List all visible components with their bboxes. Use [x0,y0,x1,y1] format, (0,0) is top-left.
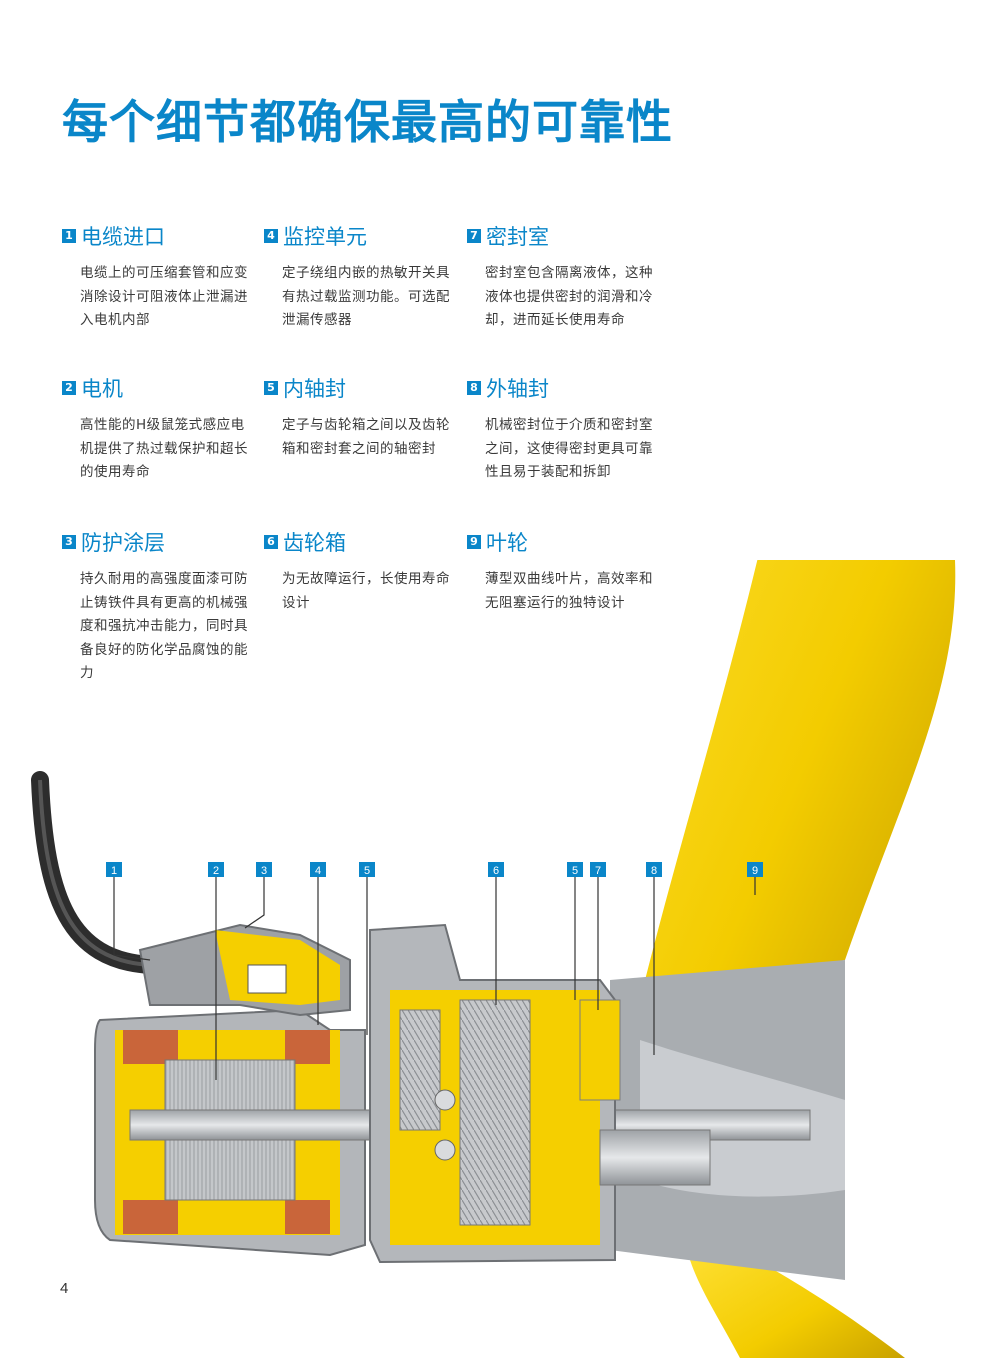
bearing [434,1139,456,1161]
number-badge: 6 [264,535,278,549]
callout-5b: 5 [567,862,583,877]
gear [399,1009,441,1131]
svg-text:9: 9 [752,865,758,877]
feature-description: 薄型双曲线叶片，高效率和无阻塞运行的独特设计 [485,571,653,611]
callout-lines [113,875,756,1080]
svg-text:5: 5 [572,865,578,877]
gear [459,999,531,1226]
number-badge: 3 [62,535,76,549]
feature-outer-seal: 8 外轴封 机械密封位于介质和密封室之间，这使得密封更具可靠性且易于装配和拆卸 [467,374,657,485]
svg-text:8: 8 [651,865,657,877]
bearing [434,1089,456,1111]
callout-5: 5 [359,862,375,877]
feature-seal-chamber: 7 密封室 密封室包含隔离液体，这种液体也提供密封的润滑和冷却，进而延长使用寿命 [467,222,657,333]
feature-title: 电缆进口 [81,225,165,249]
callout-3: 3 [256,862,272,877]
feature-coating: 3 防护涂层 持久耐用的高强度面漆可防止铸铁件具有更高的机械强度和强抗冲击能力，同… [62,528,252,686]
feature-title: 防护涂层 [81,531,165,555]
feature-title: 齿轮箱 [283,531,346,555]
number-badge: 1 [62,229,76,243]
feature-description: 定子绕组内嵌的热敏开关具有热过载监测功能。可选配泄漏传感器 [282,265,450,328]
monitoring-unit [247,964,287,994]
svg-text:6: 6 [493,865,499,877]
callout-1: 1 [106,862,122,877]
feature-description: 密封室包含隔离液体，这种液体也提供密封的润滑和冷却，进而延长使用寿命 [485,265,653,328]
svg-text:3: 3 [261,865,267,877]
page-title: 每个细节都确保最高的可靠性 [62,95,673,149]
svg-text:5: 5 [364,865,370,877]
callout-7: 7 [590,862,606,877]
feature-title: 密封室 [486,225,549,249]
feature-motor: 2 电机 高性能的H级鼠笼式感应电机提供了热过载保护和超长的使用寿命 [62,374,252,485]
feature-description: 机械密封位于介质和密封室之间，这使得密封更具可靠性且易于装配和拆卸 [485,417,653,480]
feature-title: 叶轮 [486,531,528,555]
feature-inner-seal: 5 内轴封 定子与齿轮箱之间以及齿轮箱和密封套之间的轴密封 [264,374,454,461]
feature-title: 监控单元 [283,225,367,249]
number-badge: 2 [62,381,76,395]
feature-title: 外轴封 [486,377,549,401]
callout-4: 4 [310,862,326,877]
callout-2: 2 [208,862,224,877]
feature-title: 内轴封 [283,377,346,401]
winding [285,1200,330,1234]
winding [123,1030,178,1064]
number-badge: 4 [264,229,278,243]
callout-9: 9 [747,862,763,877]
cable [31,771,214,975]
number-badge: 7 [467,229,481,243]
mixer-cutaway-illustration: 1 2 3 4 5 6 5 7 8 9 [31,560,956,1358]
callout-8: 8 [646,862,662,877]
callout-6: 6 [488,862,504,877]
feature-gearbox: 6 齿轮箱 为无故障运行，长使用寿命设计 [264,528,454,615]
feature-monitoring-unit: 4 监控单元 定子绕组内嵌的热敏开关具有热过载监测功能。可选配泄漏传感器 [264,222,454,333]
svg-text:1: 1 [111,865,117,877]
svg-text:4: 4 [315,865,321,877]
feature-description: 高性能的H级鼠笼式感应电机提供了热过载保护和超长的使用寿命 [80,417,248,480]
number-badge: 9 [467,535,481,549]
svg-text:7: 7 [595,865,601,877]
feature-impeller: 9 叶轮 薄型双曲线叶片，高效率和无阻塞运行的独特设计 [467,528,657,615]
number-badge: 5 [264,381,278,395]
impeller-blade-upper [640,560,956,1000]
winding [285,1030,330,1064]
feature-description: 定子与齿轮箱之间以及齿轮箱和密封套之间的轴密封 [282,417,450,457]
page-number: 4 [60,1280,69,1297]
feature-cable-entry: 1 电缆进口 电缆上的可压缩套管和应变消除设计可阻液体止泄漏进入电机内部 [62,222,252,333]
seal-chamber [579,999,621,1101]
feature-title: 电机 [81,377,123,401]
winding [123,1200,178,1234]
svg-text:2: 2 [213,865,219,877]
feature-description: 为无故障运行，长使用寿命设计 [282,571,450,611]
feature-description: 电缆上的可压缩套管和应变消除设计可阻液体止泄漏进入电机内部 [80,265,248,328]
number-badge: 8 [467,381,481,395]
callout-labels: 1 2 3 4 5 6 5 7 8 9 [106,862,763,877]
feature-description: 持久耐用的高强度面漆可防止铸铁件具有更高的机械强度和强抗冲击能力，同时具备良好的… [80,571,248,681]
